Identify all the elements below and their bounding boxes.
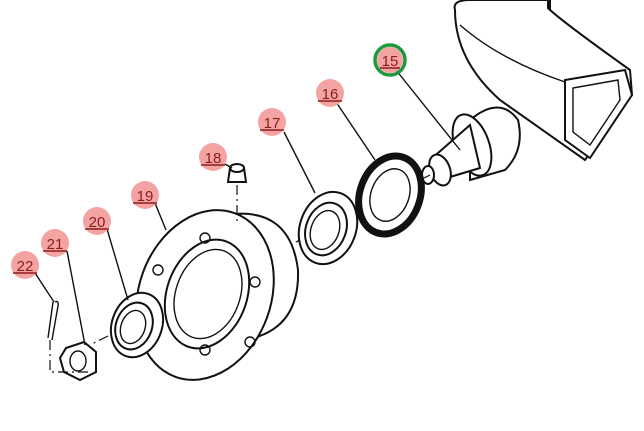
castle-nut-part: [58, 340, 97, 382]
callout-number: 20: [89, 214, 106, 231]
callout-20[interactable]: 20: [83, 207, 129, 301]
oil-seal-part: [355, 152, 425, 238]
cotter-pin-part: [47, 300, 90, 373]
callout-number: 21: [47, 236, 64, 253]
callout-number: 17: [264, 115, 281, 132]
spindle-part: [421, 106, 521, 187]
outer-bearing-part: [109, 291, 165, 359]
callout-number: 18: [205, 150, 222, 167]
callout-18[interactable]: 18: [199, 143, 233, 171]
callout-15[interactable]: 15: [373, 43, 461, 151]
callout-19[interactable]: 19: [131, 181, 167, 231]
hub-part: [135, 209, 300, 381]
callout-17[interactable]: 17: [258, 108, 316, 194]
grease-nipple-part: [226, 163, 248, 225]
callout-number: 19: [137, 188, 154, 205]
inner-bearing-part: [297, 190, 359, 266]
callout-number: 16: [322, 86, 339, 103]
axle-tube: [453, 0, 634, 162]
callout-22[interactable]: 22: [11, 251, 55, 303]
callout-number: 15: [382, 53, 399, 70]
callout-16[interactable]: 16: [316, 79, 376, 161]
callout-number: 22: [17, 258, 34, 275]
callout-21[interactable]: 21: [41, 229, 86, 346]
